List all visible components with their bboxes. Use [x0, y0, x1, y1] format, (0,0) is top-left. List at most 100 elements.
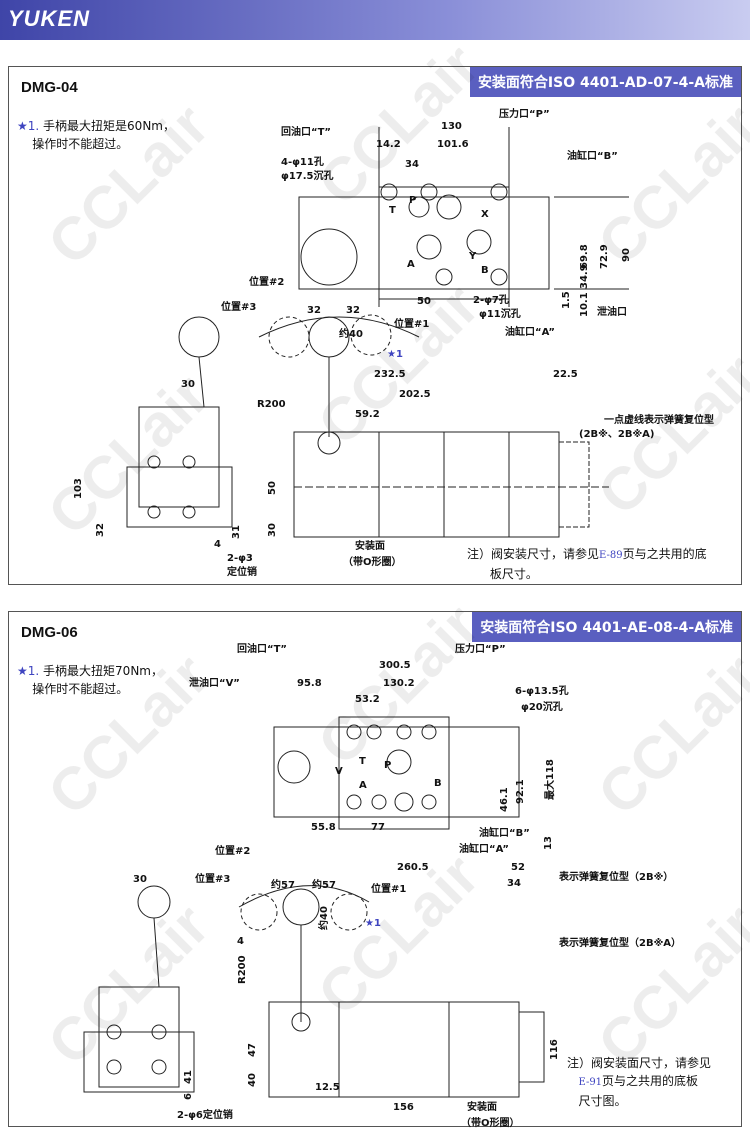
- dimension-label: 位置#1: [371, 884, 407, 895]
- dimension-label: 定位销: [227, 567, 257, 578]
- dimension-label: 油缸口“A”: [459, 844, 509, 855]
- dmg-04-drawing: [126, 127, 629, 538]
- yuken-logo: YUKEN: [8, 6, 91, 31]
- dimension-label: 156: [393, 1102, 414, 1113]
- dimension-label: 表示弹簧复位型（2B※）: [559, 872, 674, 883]
- dimension-label: 41: [183, 1070, 194, 1084]
- dimension-label: ★1: [365, 918, 381, 929]
- dimension-label: φ17.5沉孔: [281, 171, 334, 182]
- dimension-label: R200: [257, 399, 286, 410]
- torque-note-line: 操作时不能超过。: [32, 137, 129, 151]
- dimension-label: P: [384, 760, 392, 771]
- dimension-label: 34: [405, 159, 419, 170]
- dimension-label: 最大118: [545, 759, 556, 800]
- dimension-label: 压力口“P”: [499, 109, 550, 120]
- footnote-text: 注）阀安装面尺寸，请参见: [567, 1056, 712, 1070]
- dimension-label: T: [359, 756, 366, 767]
- dimension-label: 31: [231, 525, 242, 539]
- dimension-label: B: [434, 778, 442, 789]
- dimension-label: T: [389, 205, 396, 216]
- footnote-text: 注）阀安装尺寸，请参见: [467, 547, 600, 561]
- dimension-label: 约40: [339, 329, 363, 340]
- dimension-label: 50: [417, 296, 431, 307]
- dmg-06-drawing: [83, 716, 545, 1098]
- dimension-label: 4: [237, 936, 244, 947]
- dimension-label: 50: [267, 481, 278, 495]
- dimension-label: 90: [621, 248, 632, 262]
- model-title: DMG-06: [21, 624, 78, 641]
- footnote-text: 页与之共用的底: [622, 547, 707, 561]
- dimension-label: 泄油口: [597, 307, 627, 318]
- dimension-label: 34: [507, 878, 521, 889]
- dimension-label: 32: [95, 523, 106, 537]
- dmg-06-panel: DMG-06 安装面符合ISO 4401-AE-08-4-A标准 ★1. 手柄最…: [8, 611, 742, 1129]
- dimension-label: R200: [237, 955, 248, 984]
- footnote-text: 尺寸图。: [578, 1094, 627, 1108]
- dimension-label: 14.2: [376, 139, 401, 150]
- iso-standard-badge: 安装面符合ISO 4401-AE-08-4-A标准: [472, 612, 741, 642]
- dimension-label: 12.5: [315, 1082, 340, 1093]
- dimension-label: 一点虚线表示弹簧复位型: [604, 415, 714, 426]
- dimension-label: 30: [267, 523, 278, 537]
- torque-note-line: 手柄最大扭矩70Nm，: [43, 664, 163, 678]
- dimension-label: 位置#3: [195, 874, 231, 885]
- model-title: DMG-04: [21, 79, 78, 96]
- dimension-label: 34.9: [579, 264, 590, 289]
- dimension-label: 泄油口“V”: [189, 678, 240, 689]
- mounting-footnote: 注）阀安装面尺寸，请参见 E-91页与之共用的底板 尺寸图。: [567, 1054, 711, 1110]
- dimension-label: 130.2: [383, 678, 415, 689]
- dimension-label: 101.6: [437, 139, 469, 150]
- star-marker: ★1.: [17, 119, 40, 133]
- dimension-label: 位置#3: [221, 302, 257, 313]
- dimension-label: 47: [247, 1043, 258, 1057]
- footnote-text: 板尺寸。: [489, 567, 538, 581]
- dimension-label: A: [359, 780, 367, 791]
- dimension-label: 59.2: [355, 409, 380, 420]
- star-marker: ★1.: [17, 664, 40, 678]
- dimension-label: 压力口“P”: [455, 644, 506, 655]
- dimension-label: 300.5: [379, 660, 411, 671]
- dimension-label: 40: [247, 1073, 258, 1087]
- dimension-label: 约57: [312, 880, 336, 891]
- dimension-label: 约57: [271, 880, 295, 891]
- dimension-label: 92.1: [515, 779, 526, 804]
- torque-note: ★1. 手柄最大扭矩70Nm， 操作时不能超过。: [17, 662, 163, 698]
- dimension-label: 6: [183, 1093, 194, 1100]
- dimension-label: 32: [307, 305, 321, 316]
- page-ref-link[interactable]: E-89: [599, 550, 623, 561]
- dimension-label: 95.8: [297, 678, 322, 689]
- dimension-label: 回油口“T”: [237, 644, 287, 655]
- dimension-label: Y: [469, 251, 477, 262]
- footnote-text: 页与之共用的底板: [602, 1074, 699, 1088]
- dimension-label: 116: [549, 1039, 560, 1060]
- dimension-label: 77: [371, 822, 385, 833]
- dimension-label: A: [407, 259, 415, 270]
- dimension-label: （带O形圈）: [461, 1118, 520, 1129]
- dimension-label: 2-φ7孔: [473, 295, 509, 306]
- dimension-label: 位置#2: [215, 846, 251, 857]
- dimension-label: 53.2: [355, 694, 380, 705]
- torque-note-line: 操作时不能超过。: [32, 682, 129, 696]
- dimension-label: 22.5: [553, 369, 578, 380]
- dimension-label: 4: [214, 539, 221, 550]
- dimension-label: （带O形圈）: [343, 557, 402, 568]
- dimension-label: 位置#2: [249, 277, 285, 288]
- dimension-label: 46.1: [499, 787, 510, 812]
- dimension-label: 202.5: [399, 389, 431, 400]
- dimension-label: 2-φ3: [227, 553, 253, 564]
- torque-note: ★1. 手柄最大扭矩是60Nm， 操作时不能超过。: [17, 117, 175, 153]
- dimension-label: 约40: [319, 906, 330, 930]
- dimension-label: 2-φ6定位销: [177, 1110, 233, 1121]
- dmg-04-panel: DMG-04 安装面符合ISO 4401-AD-07-4-A标准 ★1. 手柄最…: [8, 66, 742, 585]
- dimension-label: 13: [543, 836, 554, 850]
- dimension-label: 30: [181, 379, 195, 390]
- dimension-label: 6-φ13.5孔: [515, 686, 569, 697]
- dimension-label: 10.1: [579, 292, 590, 317]
- dimension-label: 1.5: [561, 291, 572, 309]
- dimension-label: B: [481, 265, 489, 276]
- dimension-label: V: [335, 766, 343, 777]
- dimension-label: 55.8: [311, 822, 336, 833]
- dimension-label: 232.5: [374, 369, 406, 380]
- dimension-label: 安装面: [355, 541, 385, 552]
- page-ref-link[interactable]: E-91: [578, 1077, 603, 1088]
